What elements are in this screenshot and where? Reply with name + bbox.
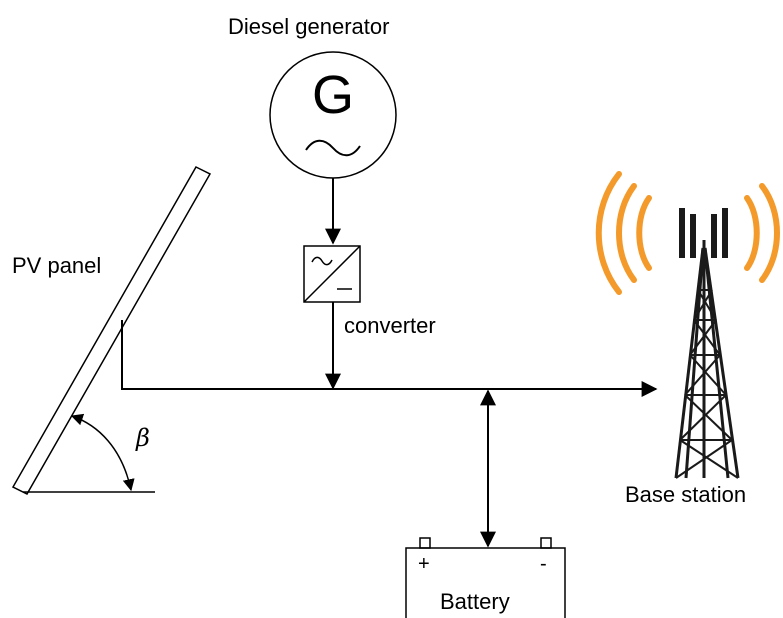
generator-label: Diesel generator — [228, 14, 389, 39]
battery-minus-terminal: - — [540, 553, 547, 575]
battery-label: Battery — [440, 589, 510, 614]
battery-plus-terminal: + — [418, 553, 430, 575]
battery-icon — [405, 537, 566, 618]
pv-panel-label: PV panel — [12, 253, 101, 278]
tilt-angle-label: β — [135, 424, 150, 452]
generator-symbol: G — [312, 65, 354, 125]
base-station-label: Base station — [625, 482, 746, 507]
main-bus-line — [121, 320, 658, 397]
tilt-angle-arc — [70, 413, 135, 492]
solar-panel-icon — [11, 166, 212, 495]
ac-dc-converter-icon — [303, 245, 361, 303]
converter-label: converter — [344, 313, 436, 338]
cell-tower-icon — [595, 171, 780, 479]
generator-icon: G — [269, 51, 397, 179]
